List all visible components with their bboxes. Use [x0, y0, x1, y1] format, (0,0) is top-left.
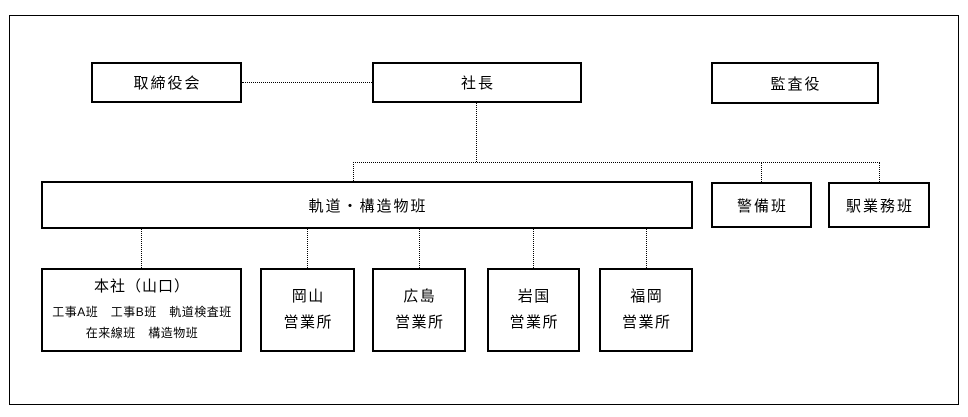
connector-drop-track-team: [353, 162, 354, 181]
node-board-of-directors: 取締役会: [91, 62, 242, 103]
headquarters-subteams-line2: 在来線班 構造物班: [85, 326, 199, 340]
node-station-service-label: 駅業務班: [845, 197, 914, 215]
fukuoka-office-name: 福岡: [630, 288, 664, 305]
node-board-label: 取締役会: [133, 75, 202, 92]
node-security-team: 警備班: [711, 182, 812, 228]
connector-horizontal-bus: [353, 162, 880, 163]
node-president-label: 社長: [460, 75, 495, 92]
connector-drop-fukuoka: [646, 229, 647, 268]
node-security-label: 警備班: [736, 197, 788, 215]
node-track-structure-team: 軌道・構造物班: [41, 181, 693, 229]
node-fukuoka-office: 福岡 営業所: [599, 268, 693, 352]
okayama-office-name: 岡山: [291, 288, 325, 305]
connector-drop-iwakuni: [533, 229, 534, 268]
connector-drop-security-team: [761, 162, 762, 182]
node-station-service-team: 駅業務班: [828, 182, 930, 228]
okayama-office-suffix: 営業所: [283, 314, 333, 331]
node-auditor: 監査役: [711, 62, 879, 104]
connector-drop-headquarters: [141, 229, 142, 268]
connector-president-down: [476, 103, 477, 162]
headquarters-subteams-line1: 工事A班 工事B班 軌道検査班: [52, 305, 232, 319]
hiroshima-office-name: 広島: [403, 288, 437, 305]
fukuoka-office-suffix: 営業所: [621, 314, 672, 331]
connector-drop-hiroshima: [419, 229, 420, 268]
node-auditor-label: 監査役: [770, 75, 822, 93]
node-president: 社長: [372, 62, 582, 103]
node-okayama-office: 岡山 営業所: [260, 268, 355, 352]
iwakuni-office-name: 岩国: [517, 288, 551, 305]
node-iwakuni-office: 岩国 営業所: [487, 268, 580, 352]
node-hiroshima-office: 広島 営業所: [372, 268, 466, 352]
node-headquarters-yamaguchi: 本社（山口） 工事A班 工事B班 軌道検査班 在来線班 構造物班: [41, 268, 242, 352]
node-track-structure-label: 軌道・構造物班: [308, 197, 428, 215]
connector-drop-station-team: [879, 162, 880, 182]
connector-board-president: [242, 82, 372, 83]
connector-drop-okayama: [307, 229, 308, 268]
headquarters-title: 本社（山口）: [93, 278, 190, 295]
chart-outer-frame: [9, 15, 959, 405]
iwakuni-office-suffix: 営業所: [509, 314, 559, 331]
hiroshima-office-suffix: 営業所: [394, 314, 445, 331]
